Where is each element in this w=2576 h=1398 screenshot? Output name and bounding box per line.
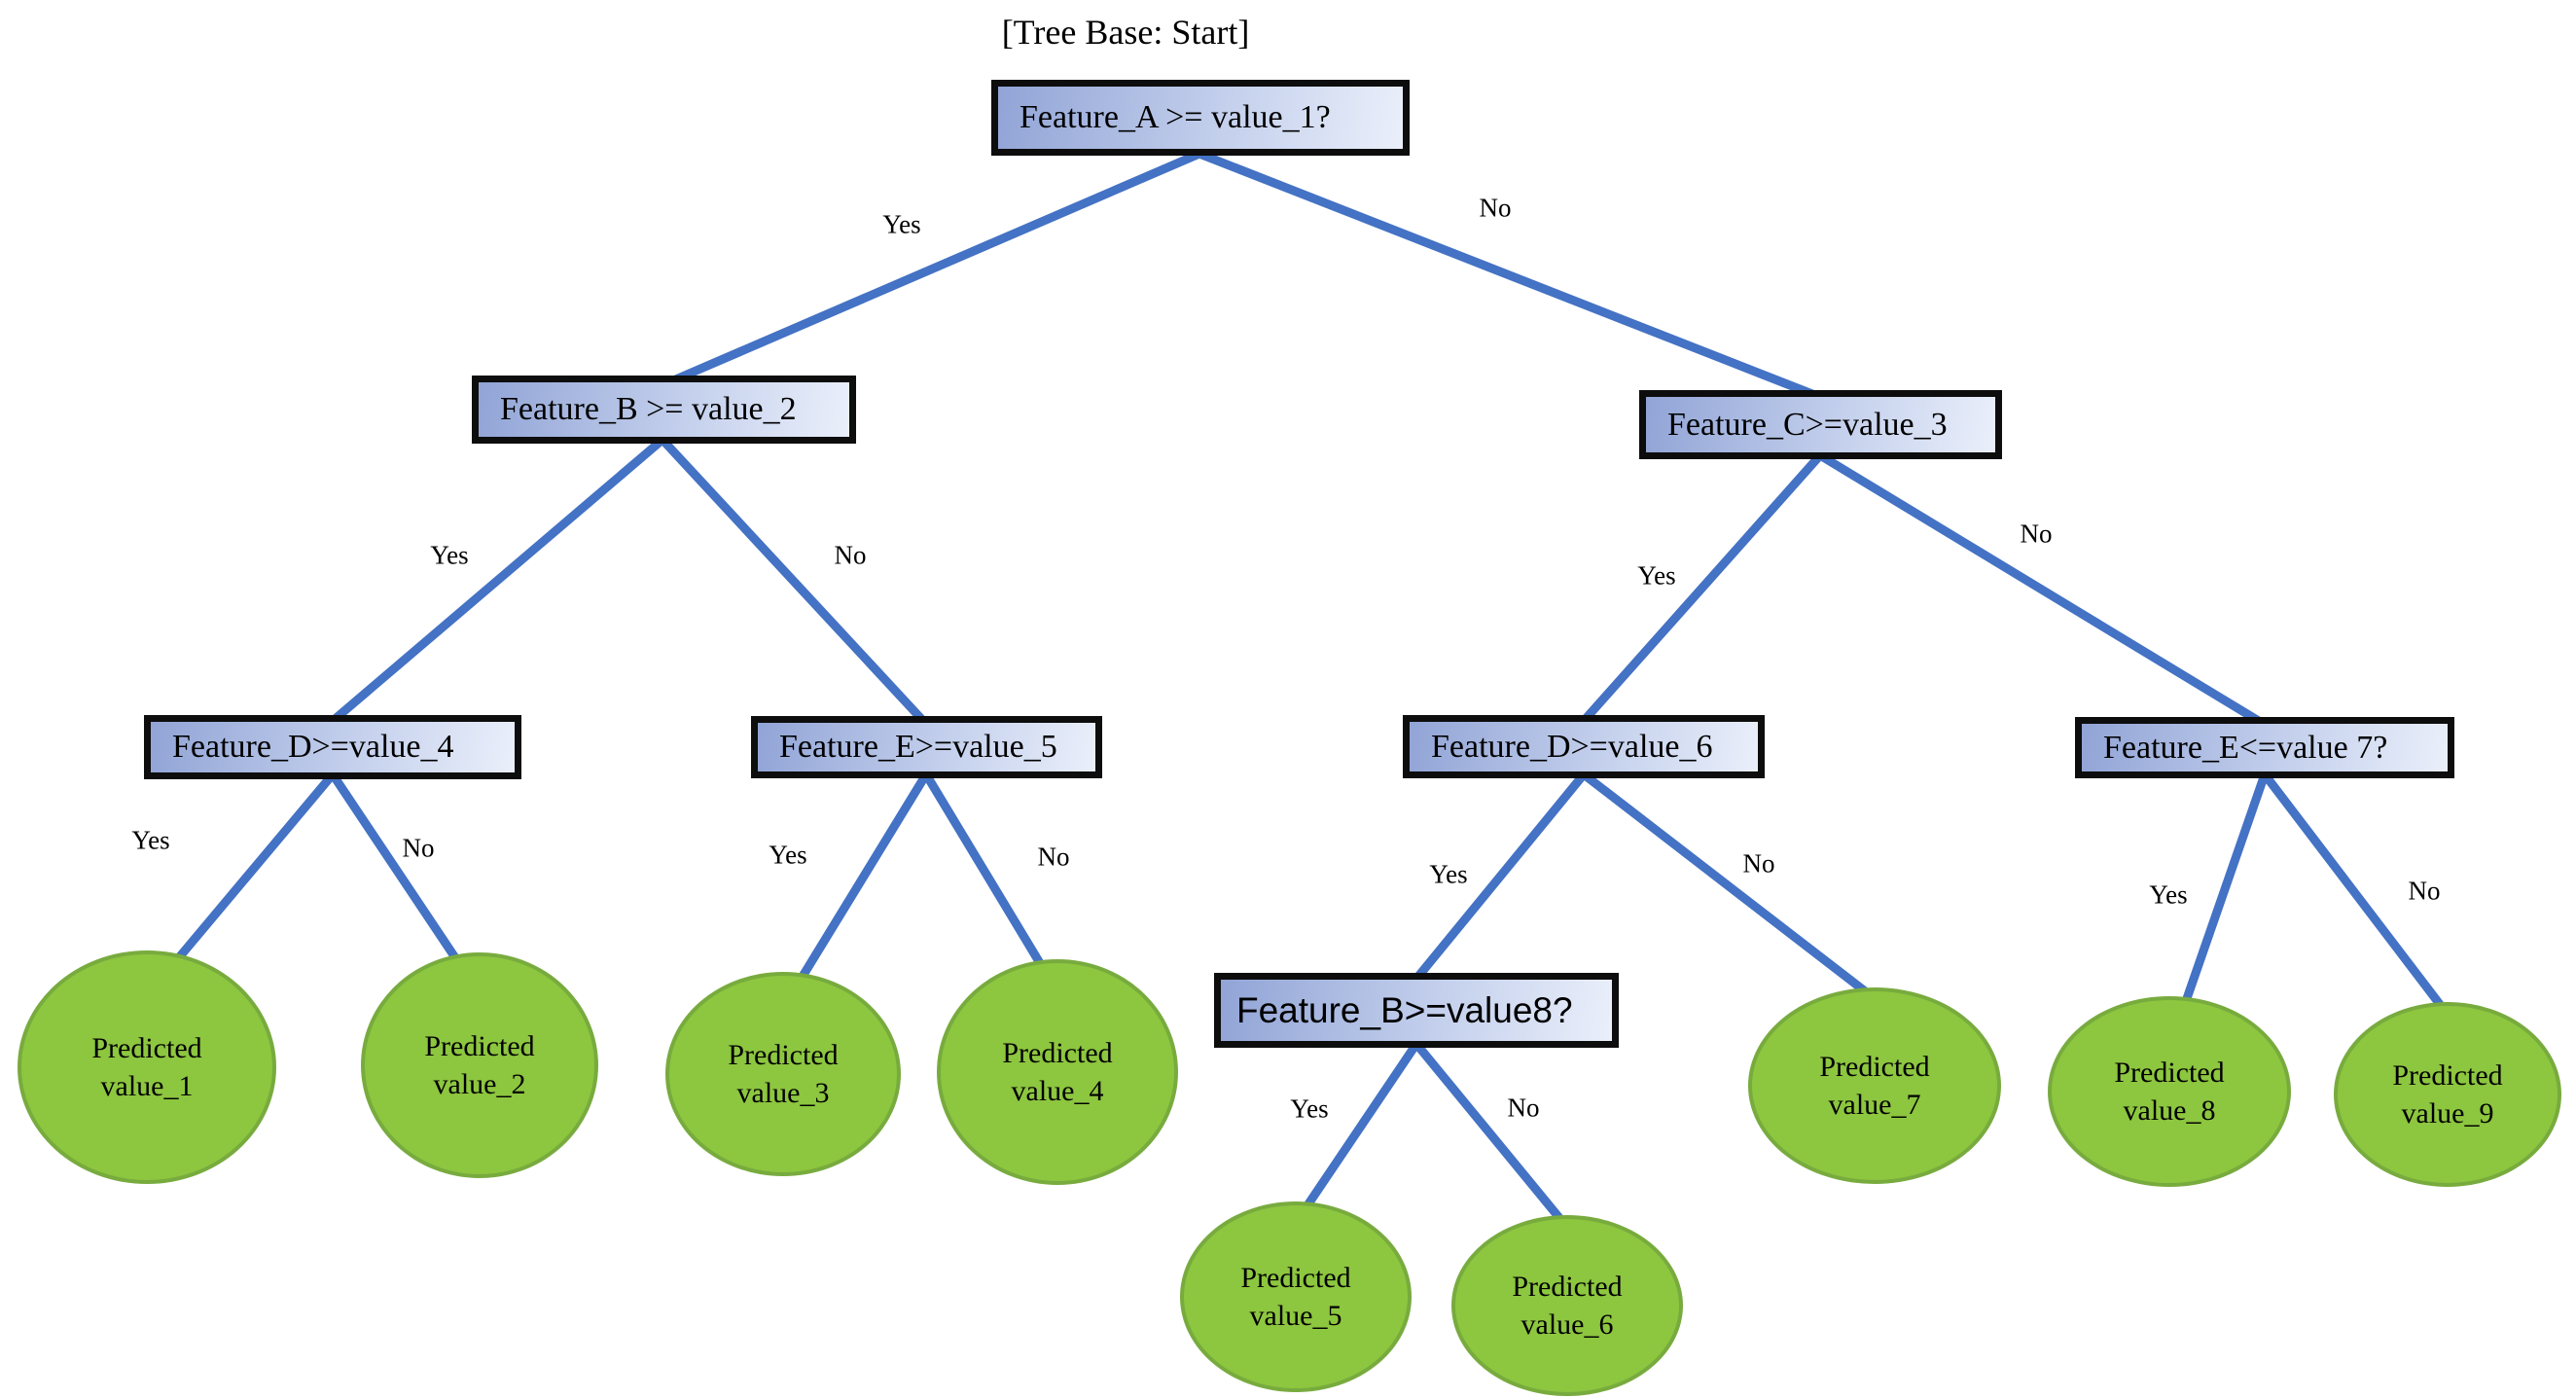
- leaf-node-v1: Predicted value_1: [18, 950, 276, 1184]
- edge-label-yes: Yes: [769, 840, 807, 870]
- leaf-label-line2: value_9: [2401, 1097, 2494, 1129]
- edge-label-yes: Yes: [1637, 560, 1676, 591]
- decision-node-feature-d4: Feature_D>=value_4: [144, 715, 521, 779]
- edge-label-yes: Yes: [131, 825, 170, 855]
- leaf-node-v6: Predicted value_6: [1451, 1215, 1683, 1396]
- leaf-node-v5: Predicted value_5: [1180, 1201, 1412, 1392]
- leaf-label-line1: Predicted: [1512, 1271, 1623, 1303]
- edge-line-e5-v3: [791, 770, 931, 992]
- decision-node-label: Feature_B >= value_2: [500, 391, 797, 427]
- decision-node-label: Feature_D>=value_6: [1431, 728, 1713, 765]
- decision-node-label: Feature_A >= value_1?: [1020, 99, 1331, 135]
- edge-line-c-d6: [1579, 450, 1825, 726]
- edge-label-no: No: [1742, 848, 1775, 878]
- decision-node-label: Feature_E>=value_5: [779, 729, 1057, 765]
- decision-node-label: Feature_C>=value_3: [1667, 406, 1948, 443]
- edge-label-no: No: [1037, 842, 1070, 872]
- leaf-node-v2: Predicted value_2: [361, 952, 598, 1178]
- edge-label-yes: Yes: [2149, 879, 2188, 910]
- leaf-label-line1: Predicted: [2114, 1057, 2225, 1089]
- decision-node-feature-a: Feature_A >= value_1?: [991, 80, 1410, 156]
- leaf-label-line1: Predicted: [1002, 1037, 1113, 1069]
- leaf-label-line2: value_7: [1828, 1089, 1921, 1121]
- leaf-label-line2: value_6: [1521, 1308, 1614, 1341]
- edge-label-no: No: [2020, 519, 2053, 549]
- leaf-label-line1: Predicted: [2392, 1059, 2503, 1092]
- leaf-node-v4: Predicted value_4: [937, 959, 1178, 1185]
- leaf-label-line2: value_4: [1011, 1075, 1104, 1107]
- edge-label-no: No: [402, 833, 435, 863]
- decision-node-feature-e7: Feature_E<=value 7?: [2075, 717, 2454, 778]
- edge-line-d4-v1: [165, 770, 338, 973]
- leaf-label-line1: Predicted: [1240, 1262, 1351, 1294]
- edge-line-b-e5: [658, 435, 929, 727]
- decision-node-label: Feature_E<=value 7?: [2103, 729, 2388, 766]
- leaf-label-line1: Predicted: [1819, 1051, 1930, 1083]
- edge-line-e7-v9: [2260, 770, 2447, 1012]
- decision-node-feature-d6: Feature_D>=value_6: [1403, 715, 1765, 778]
- decision-node-label: Feature_B>=value8?: [1236, 989, 1573, 1030]
- decision-node-feature-b: Feature_B >= value_2: [472, 376, 856, 444]
- leaf-label-line2: value_1: [100, 1070, 194, 1102]
- edge-label-yes: Yes: [1429, 859, 1468, 889]
- leaf-label-line2: value_2: [433, 1068, 526, 1100]
- decision-node-feature-c: Feature_C>=value_3: [1639, 390, 2002, 459]
- leaf-label-line1: Predicted: [424, 1030, 535, 1062]
- edge-label-yes: Yes: [1290, 1093, 1329, 1124]
- leaf-node-v9: Predicted value_9: [2334, 1002, 2561, 1187]
- leaf-label-line2: value_5: [1249, 1300, 1342, 1332]
- decision-node-feature-e5: Feature_E>=value_5: [751, 716, 1102, 778]
- leaf-node-v7: Predicted value_7: [1748, 987, 2001, 1184]
- leaf-node-v8: Predicted value_8: [2048, 996, 2291, 1187]
- leaf-label-line1: Predicted: [728, 1039, 839, 1071]
- edge-label-no: No: [1479, 193, 1512, 223]
- edge-label-yes: Yes: [882, 209, 921, 239]
- edge-line-d6-b8: [1412, 770, 1589, 984]
- decision-node-feature-b8: Feature_B>=value8?: [1214, 973, 1619, 1048]
- leaf-label-line2: value_3: [736, 1077, 830, 1109]
- edge-line-b8-v6: [1412, 1039, 1569, 1229]
- diagram-title: [Tree Base: Start]: [1001, 13, 1250, 52]
- edge-label-no: No: [2408, 876, 2441, 906]
- leaf-label-line1: Predicted: [91, 1032, 202, 1064]
- leaf-node-v3: Predicted value_3: [665, 972, 901, 1176]
- edge-line-e5-v4: [921, 770, 1051, 978]
- edge-label-no: No: [834, 540, 867, 570]
- edge-line-e7-v8: [2179, 770, 2270, 1012]
- edge-line-c-e7: [1815, 450, 2267, 728]
- leaf-label-line2: value_8: [2123, 1094, 2216, 1127]
- edge-line-d4-v2: [328, 770, 467, 973]
- edge-line-b8-v5: [1299, 1039, 1421, 1216]
- edge-line-b-d4: [328, 435, 667, 726]
- edge-line-a-b: [666, 149, 1204, 386]
- edge-line-d6-v7: [1579, 770, 1878, 1002]
- edge-label-no: No: [1507, 1093, 1540, 1123]
- edge-label-yes: Yes: [430, 540, 469, 570]
- edge-line-a-c: [1195, 149, 1822, 401]
- decision-node-label: Feature_D>=value_4: [172, 729, 454, 765]
